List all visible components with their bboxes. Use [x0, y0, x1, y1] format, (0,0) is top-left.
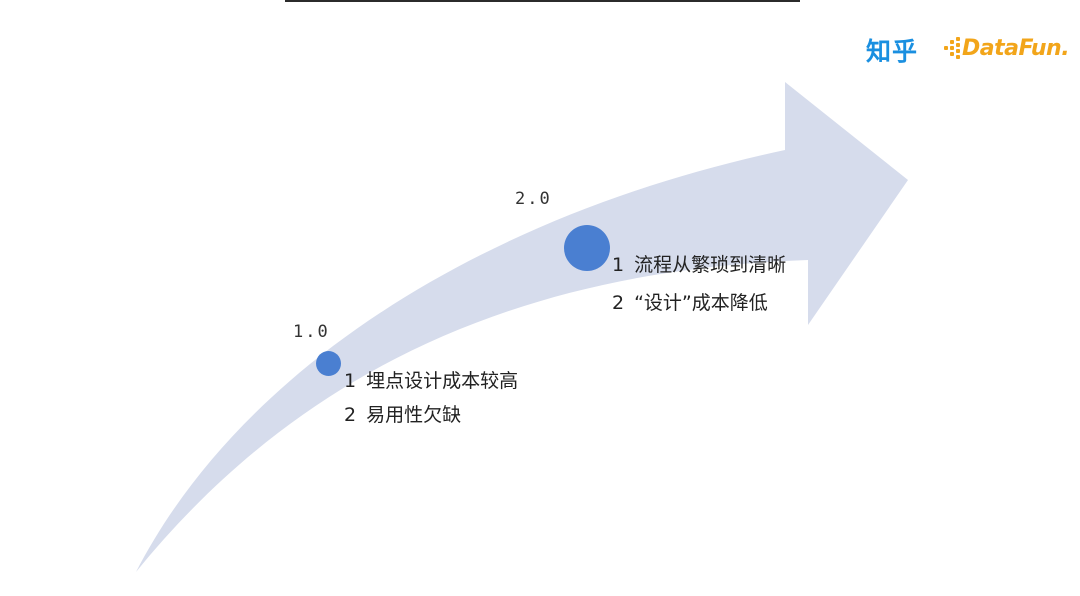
top-edge-bar: [285, 0, 800, 2]
datafun-logo: DataFun.: [942, 30, 1070, 66]
stage-dot-2: [564, 225, 610, 271]
arrow-shape: [136, 82, 908, 572]
datafun-wordmark: DataFun.: [962, 35, 1070, 61]
stage-label-2: 2.0: [515, 189, 552, 209]
stage-2-item-2: 2“设计”成本降低: [612, 292, 768, 314]
stage-label-1: 1.0: [293, 322, 330, 342]
zhihu-logo: 知乎: [866, 37, 919, 66]
datafun-dots-icon: [942, 35, 968, 61]
stage-dot-1: [316, 351, 341, 376]
